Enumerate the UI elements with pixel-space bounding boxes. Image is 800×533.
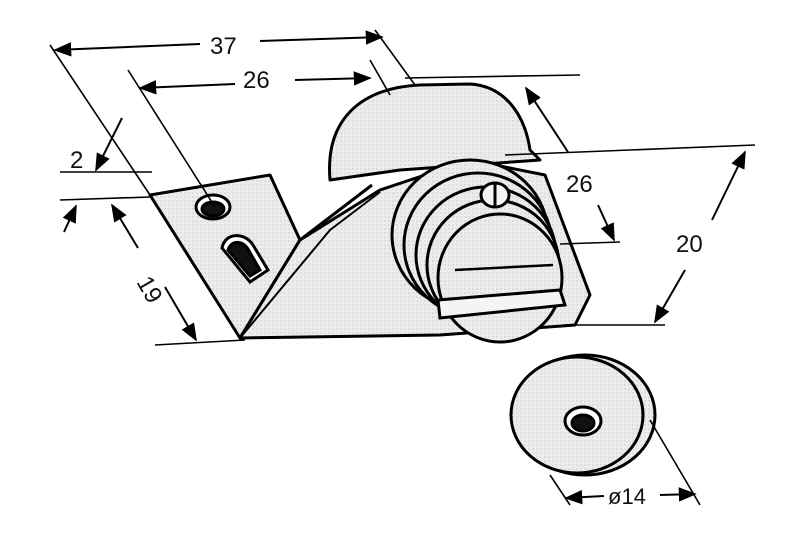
dim-overall-length: 37 [210, 33, 237, 60]
threaded-end [390, 158, 568, 344]
dim-overall-height: 20 [676, 231, 703, 258]
slotted-screw [436, 288, 568, 320]
cylinder-drum [328, 82, 542, 182]
dim-inner-length: 26 [243, 67, 270, 94]
dim-disc-diameter: ø14 [608, 484, 646, 509]
disc-washer [509, 353, 657, 477]
dim-base-thickness: 2 [70, 147, 83, 174]
dim-cylinder-length: 26 [566, 171, 593, 198]
dim-base-height: 19 [131, 272, 168, 309]
dimension-arrows [53, 30, 746, 505]
flange-holes [194, 193, 271, 285]
